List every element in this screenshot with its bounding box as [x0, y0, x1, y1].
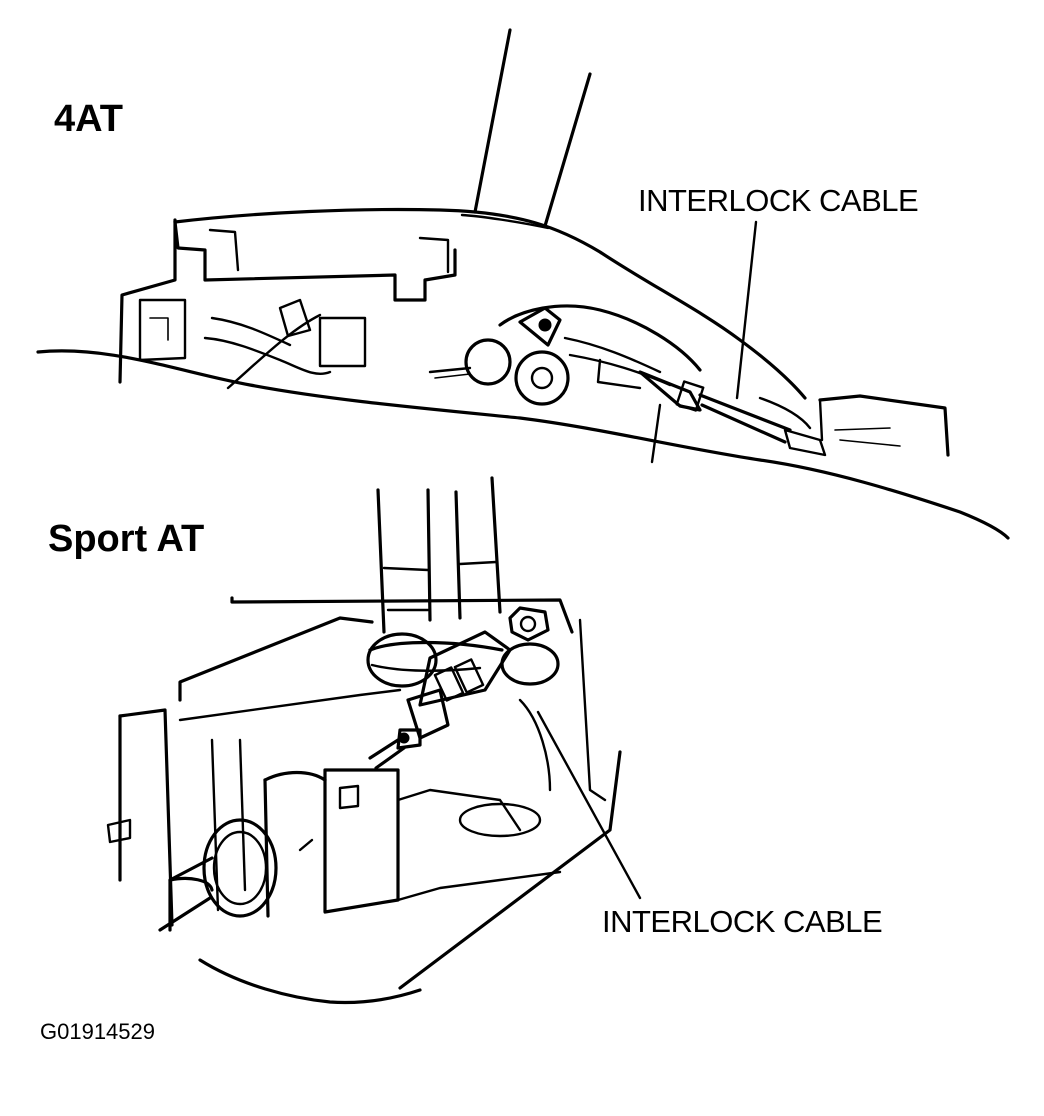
4at-section-title: 4AT [54, 98, 123, 140]
4at-shifter-assembly [36, 28, 1010, 540]
sport-at-shifter-assembly [106, 476, 642, 1005]
4at-callout-leader [735, 220, 758, 400]
sport-at-interlock-cable-label: INTERLOCK CABLE [602, 904, 883, 939]
4at-interlock-cable-label: INTERLOCK CABLE [638, 183, 919, 218]
sport-at-section-title: Sport AT [48, 518, 205, 560]
figure-id: G01914529 [40, 1019, 155, 1044]
sport-at-callout-leader [536, 710, 642, 900]
